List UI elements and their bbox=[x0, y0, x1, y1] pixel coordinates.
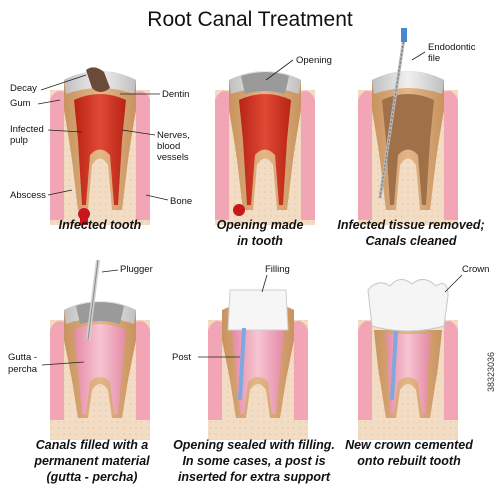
caption-opening-sealed: Opening sealed with filling. In some cas… bbox=[173, 438, 335, 484]
caption-new-crown: New crown cemented onto rebuilt tooth bbox=[345, 438, 473, 468]
label-gum: Gum bbox=[10, 98, 31, 109]
label-dentin: Dentin bbox=[162, 89, 190, 100]
caption-tissue-removed: Infected tissue removed; Canals cleaned bbox=[337, 218, 485, 248]
tooth-crown bbox=[358, 279, 458, 440]
tooth-infected bbox=[50, 67, 150, 225]
label-bone: Bone bbox=[170, 196, 193, 207]
caption-canals-filled: Canals filled with a permanent material … bbox=[34, 438, 150, 484]
label-opening: Opening bbox=[296, 55, 332, 66]
tooth-filling bbox=[208, 289, 308, 440]
tooth-cleaned bbox=[358, 28, 458, 225]
label-gutta-percha-line1: Gutta - bbox=[8, 352, 38, 363]
page-title: Root Canal Treatment bbox=[147, 8, 353, 31]
label-post: Post bbox=[172, 352, 192, 363]
label-plugger: Plugger bbox=[120, 264, 153, 275]
leader-lines bbox=[37, 51, 463, 366]
label-infected-pulp-line2: pulp bbox=[10, 135, 28, 146]
label-endodontic-file-line2: file bbox=[428, 53, 441, 64]
tooth-gutta-percha bbox=[50, 259, 150, 440]
stock-id: 38323036 bbox=[486, 351, 496, 392]
label-abscess: Abscess bbox=[10, 190, 46, 201]
label-decay: Decay bbox=[10, 83, 37, 94]
tooth-opening bbox=[215, 71, 315, 225]
label-crown: Crown bbox=[462, 264, 490, 275]
label-filling: Filling bbox=[265, 264, 290, 275]
label-endodontic-file-line1: Endodontic bbox=[428, 42, 476, 53]
caption-infected-tooth: Infected tooth bbox=[58, 218, 142, 232]
label-nerves-line1: Nerves, bbox=[157, 130, 190, 141]
label-nerves-line2: blood bbox=[157, 141, 181, 152]
label-infected-pulp-line1: Infected bbox=[10, 124, 44, 135]
caption-opening-made: Opening made in tooth bbox=[216, 218, 304, 248]
label-nerves-line3: vessels bbox=[157, 152, 189, 163]
label-gutta-percha-line2: percha bbox=[8, 364, 38, 375]
